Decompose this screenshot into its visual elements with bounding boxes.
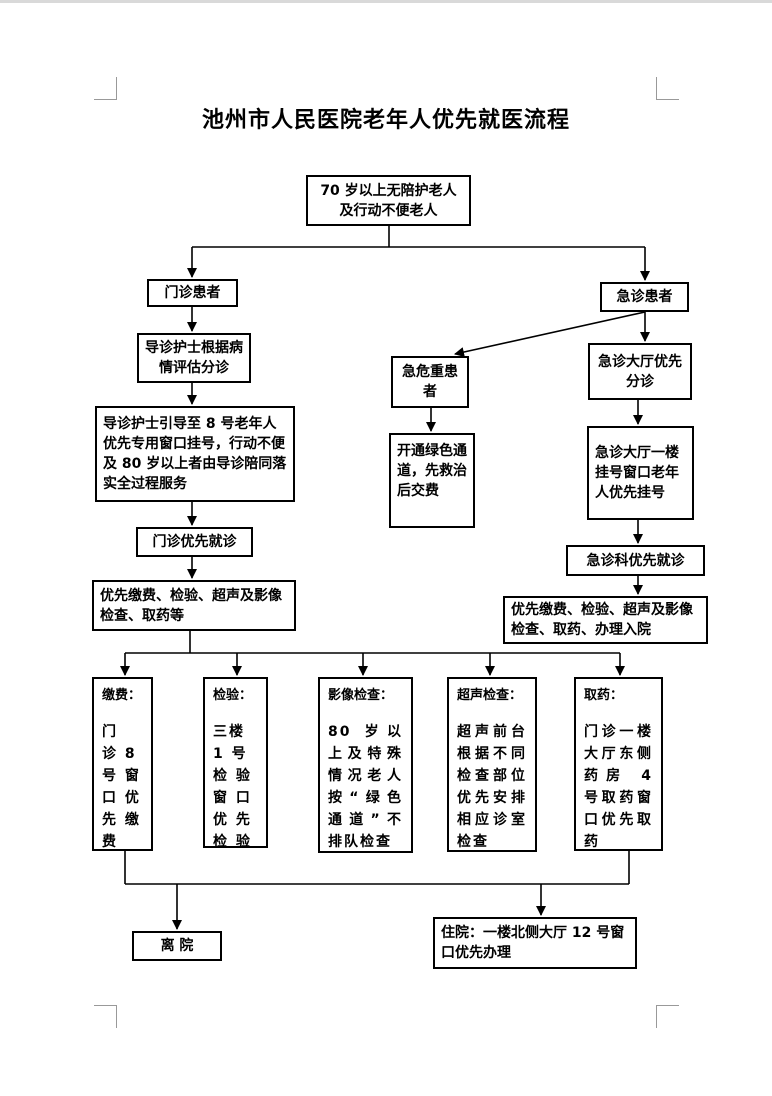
emergency-triage-box: 急诊大厅优先分诊: [588, 343, 692, 400]
page-title: 池州市人民医院老年人优先就医流程: [201, 108, 570, 133]
service-payment-body: 门 诊 8 号 窗 口 优 先 缴费: [102, 724, 157, 850]
critical-action-box: 开通绿色通道，先救治后交费: [389, 433, 475, 528]
emergency-box: 急诊患者: [600, 282, 689, 312]
emergency-register-text: 急诊大厅一楼挂号窗口老年人优先挂号: [595, 445, 679, 501]
emergency-label: 急诊患者: [616, 289, 673, 305]
leave-box: 离 院: [132, 931, 222, 961]
service-lab-body: 三楼 1 号 检 验 窗 口 优 先 检 验: [213, 724, 252, 850]
service-lab-header: 检验：: [213, 688, 253, 703]
service-ultrasound-header: 超声检查：: [457, 688, 523, 703]
emergency-triage-text: 急诊大厅优先分诊: [598, 353, 682, 390]
start-box: 70 岁以上无陪护老人及行动不便老人: [306, 175, 471, 226]
service-ultrasound: 超声检查： 超声前台根据不同检查部位优先安排相应诊室检查: [447, 677, 537, 852]
service-pharmacy: 取药： 门诊一楼大厅东侧药房 4 号取药窗口优先取药: [574, 677, 663, 851]
crop-mark-top-right: [656, 77, 679, 100]
page-top-edge: [0, 0, 772, 3]
service-imaging-body: 80 岁以上及特殊情况老人按“绿色通道”不排队检查: [328, 724, 403, 850]
service-payment: 缴费： 门 诊 8 号 窗 口 优 先 缴费: [92, 677, 157, 851]
start-text: 70 岁以上无陪护老人及行动不便老人: [320, 182, 457, 219]
emergency-visit-box: 急诊科优先就诊: [566, 545, 705, 576]
admit-text: 住院：一楼北侧大厅 12 号窗口优先办理: [441, 925, 625, 961]
emergency-services-text: 优先缴费、检验、超声及影像检查、取药、办理入院: [511, 602, 693, 638]
service-payment-header: 缴费：: [102, 688, 142, 703]
outpatient-register-box: 导诊护士引导至 8 号老年人优先专用窗口挂号，行动不便及 80 岁以上者由导诊陪…: [95, 406, 295, 502]
service-lab: 检验： 三楼 1 号 检 验 窗 口 优 先 检 验: [203, 677, 268, 850]
critical-box: 急危重患者: [391, 356, 469, 408]
critical-action-text: 开通绿色通道，先救治后交费: [397, 443, 467, 499]
outpatient-triage-text: 导诊护士根据病情评估分诊: [145, 340, 243, 376]
outpatient-label: 门诊患者: [164, 285, 221, 301]
outpatient-triage-box: 导诊护士根据病情评估分诊: [137, 333, 251, 383]
emergency-register-box: 急诊大厅一楼挂号窗口老年人优先挂号: [587, 426, 694, 520]
outpatient-visit-box: 门诊优先就诊: [136, 527, 253, 557]
emergency-services-box: 优先缴费、检验、超声及影像检查、取药、办理入院: [503, 596, 708, 644]
admit-box: 住院：一楼北侧大厅 12 号窗口优先办理: [433, 917, 637, 969]
service-imaging: 影像检查： 80 岁以上及特殊情况老人按“绿色通道”不排队检查: [318, 677, 413, 853]
crop-mark-bottom-left: [94, 1005, 117, 1028]
crop-mark-top-left: [94, 77, 117, 100]
service-ultrasound-body: 超声前台根据不同检查部位优先安排相应诊室检查: [457, 724, 527, 850]
outpatient-services-box: 优先缴费、检验、超声及影像检查、取药等: [92, 580, 296, 631]
critical-text: 急危重患者: [402, 364, 458, 400]
service-pharmacy-header: 取药：: [584, 688, 624, 703]
emergency-visit-text: 急诊科优先就诊: [586, 552, 685, 569]
leave-text: 离 院: [160, 938, 194, 954]
service-pharmacy-body: 门诊一楼大厅东侧药房 4 号取药窗口优先取药: [584, 724, 653, 850]
service-imaging-header: 影像检查：: [328, 688, 394, 703]
outpatient-box: 门诊患者: [147, 279, 238, 307]
crop-mark-bottom-right: [656, 1005, 679, 1028]
outpatient-services-text: 优先缴费、检验、超声及影像检查、取药等: [100, 587, 282, 624]
outpatient-visit-text: 门诊优先就诊: [152, 534, 237, 550]
outpatient-register-text: 导诊护士引导至 8 号老年人优先专用窗口挂号，行动不便及 80 岁以上者由导诊陪…: [103, 416, 287, 492]
